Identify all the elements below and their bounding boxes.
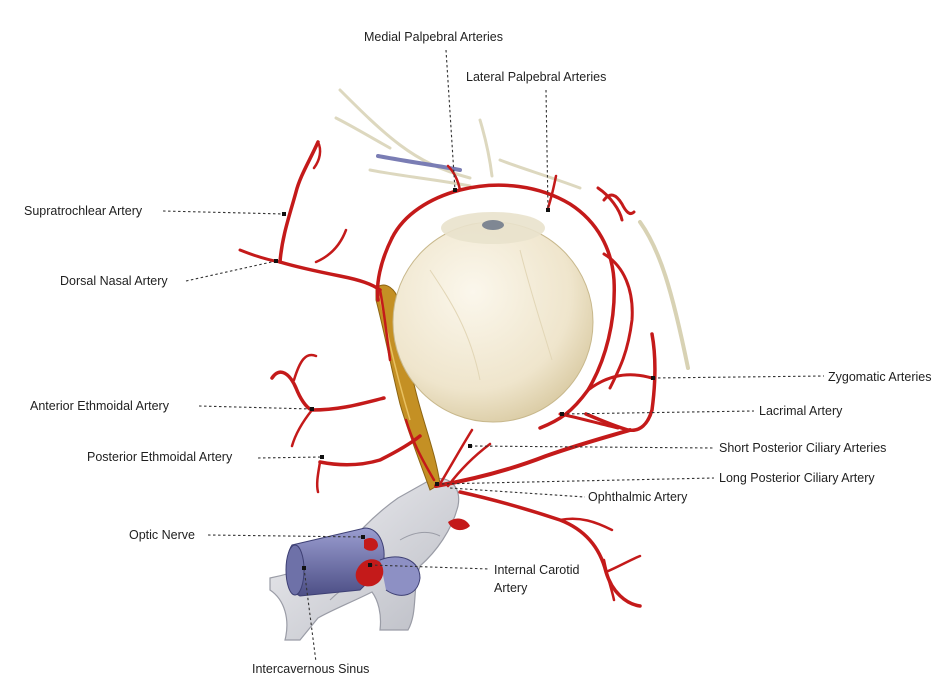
leader-zygomatic	[653, 376, 824, 378]
label-internal-carotid-line1: Internal Carotid	[494, 563, 579, 578]
eyeball	[393, 212, 593, 422]
label-posterior-ethmoidal-artery: Posterior Ethmoidal Artery	[87, 450, 232, 465]
label-intercavernous-sinus: Intercavernous Sinus	[252, 662, 369, 677]
label-long-posterior-ciliary-artery: Long Posterior Ciliary Artery	[719, 471, 875, 486]
label-internal-carotid-line2: Artery	[494, 581, 527, 596]
leader-posterior-ethmoidal	[258, 457, 322, 458]
label-medial-palpebral-arteries: Medial Palpebral Arteries	[364, 30, 503, 45]
label-ophthalmic-artery: Ophthalmic Artery	[588, 490, 687, 505]
leader-short-posterior-ciliary	[470, 446, 714, 448]
label-lacrimal-artery: Lacrimal Artery	[759, 404, 842, 419]
label-anterior-ethmoidal-artery: Anterior Ethmoidal Artery	[30, 399, 169, 414]
leader-dorsal-nasal	[186, 261, 276, 281]
label-supratrochlear-artery: Supratrochlear Artery	[24, 204, 142, 219]
label-dorsal-nasal-artery: Dorsal Nasal Artery	[60, 274, 168, 289]
leader-anterior-ethmoidal	[199, 406, 312, 409]
leader-supratrochlear	[163, 211, 284, 214]
leader-lacrimal	[562, 411, 754, 414]
label-zygomatic-arteries: Zygomatic Arteries	[828, 370, 932, 385]
label-lateral-palpebral-arteries: Lateral Palpebral Arteries	[466, 70, 606, 85]
label-short-posterior-ciliary-arteries: Short Posterior Ciliary Arteries	[719, 441, 886, 456]
label-optic-nerve: Optic Nerve	[129, 528, 195, 543]
